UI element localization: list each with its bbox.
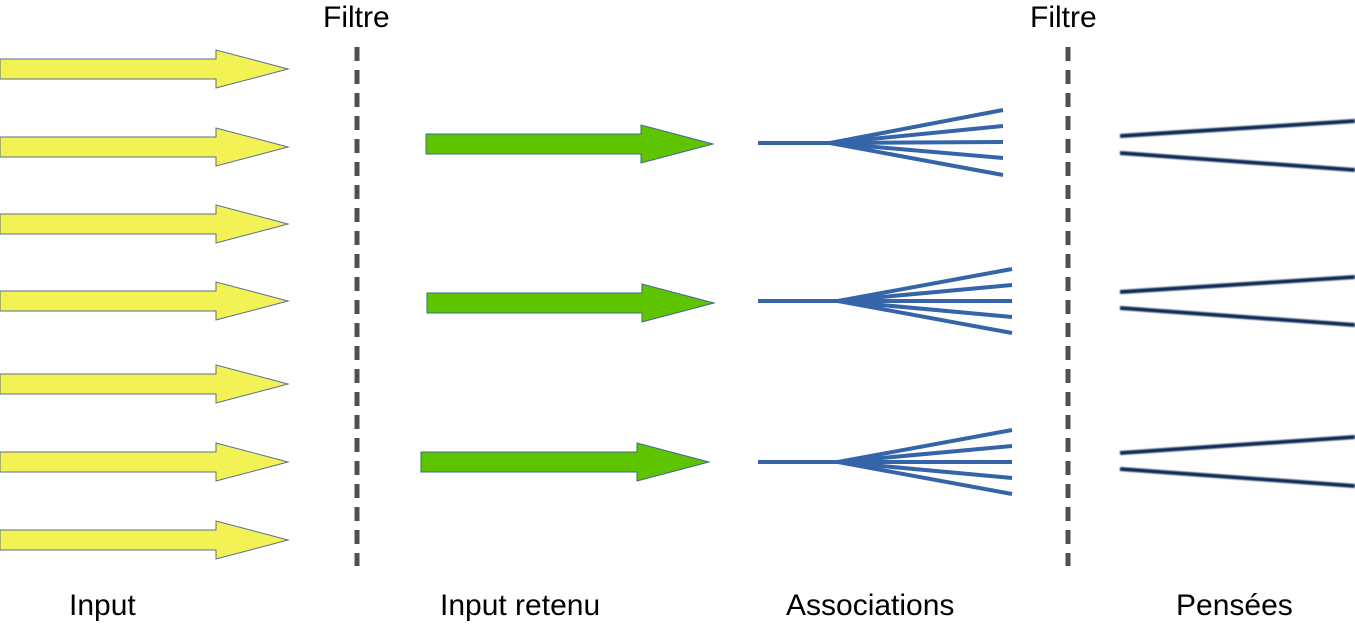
input-arrow [0,364,290,404]
input-arrow [0,204,290,244]
thought-wedges [1119,119,1355,488]
column-label-input: Input [69,589,136,622]
association-fan [758,267,1013,335]
column-label-associations: Associations [786,589,955,622]
input-arrows [0,49,290,560]
retained-arrow [425,124,715,164]
retained-arrows [420,124,716,482]
input-arrow [0,127,290,167]
retained-arrow [426,283,716,323]
thought-wedge [1119,119,1355,172]
input-arrow [0,520,290,560]
association-fan [758,108,1004,177]
thought-wedge [1119,275,1355,327]
column-label-thoughts: Pensées [1176,589,1293,622]
filter-label-right: Filtre [1030,1,1097,34]
column-label-retained-input: Input retenu [440,589,601,622]
association-fan [758,428,1013,496]
filter-label-left: Filtre [323,1,390,34]
association-fans [758,108,1013,496]
input-arrow [0,442,290,482]
retained-arrow [420,442,711,482]
input-arrow [0,49,290,89]
input-arrow [0,281,290,321]
thought-wedge [1119,435,1355,488]
